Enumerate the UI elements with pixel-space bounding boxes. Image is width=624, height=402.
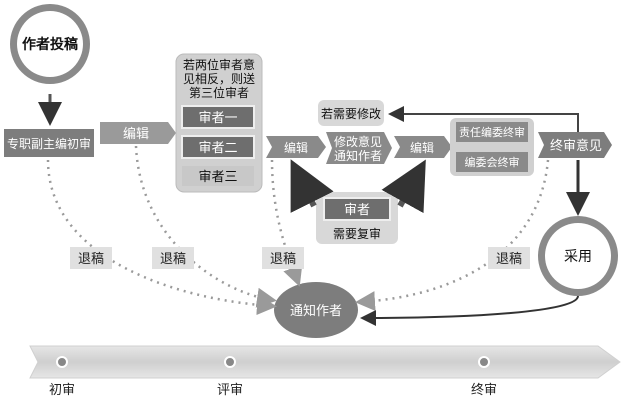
third-reviewer-note-2: 见相反，则送 <box>183 71 255 86</box>
arrow-accept-to-notify <box>360 295 579 326</box>
reviewer2-label: 审者二 <box>198 141 237 156</box>
timeline-dot-review <box>224 356 236 368</box>
initial-review-box <box>4 129 94 157</box>
timeline-label-review: 评审 <box>217 383 243 398</box>
revise-notify-label-2: 通知作者 <box>334 149 382 163</box>
rereview-reviewer-label: 审者 <box>344 203 370 218</box>
need-revise-label: 若需要修改 <box>321 106 381 121</box>
reviewer3-label: 审者三 <box>198 170 237 185</box>
author-submit-label: 作者投稿 <box>22 36 78 53</box>
editor3-shape <box>394 136 452 158</box>
arrow-final-to-revise <box>388 106 579 132</box>
reject-label-bg-1 <box>70 247 112 269</box>
reviewer1-label: 审者一 <box>198 111 237 126</box>
chief-final-label: 责任编委终审 <box>459 125 525 139</box>
editor2-shape <box>266 136 326 158</box>
timeline-arrow <box>29 345 621 379</box>
accept-node: 采用 <box>538 216 618 296</box>
notify-author-ellipse <box>274 282 358 338</box>
reject-path-initial <box>46 159 277 315</box>
reject-label-2: 退稿 <box>160 251 186 267</box>
chief-final-box <box>456 122 528 142</box>
arrow-editor3-to-rereview <box>381 159 426 214</box>
arrow-rereview-to-editor2 <box>290 159 334 213</box>
author-ring-inner <box>17 11 83 77</box>
revise-notify-label-1: 修改意见 <box>334 134 382 149</box>
reject-label-3: 退稿 <box>270 251 296 267</box>
timeline-dot-final <box>478 356 490 368</box>
need-revise-loop: 若需要修改 <box>318 100 579 132</box>
timeline-label-final: 终审 <box>471 382 497 398</box>
third-reviewer-note-1: 若两位审者意 <box>183 57 255 72</box>
accept-label: 采用 <box>564 249 592 265</box>
reviewer3-box <box>182 166 254 186</box>
reject-label-bg-3 <box>262 247 304 269</box>
editor1-node: 编辑 <box>100 122 176 144</box>
editor2-node: 编辑 <box>266 136 326 158</box>
need-revise-box <box>318 100 384 126</box>
final-opinion-node: 终审意见 <box>538 132 612 158</box>
reviewer1-box <box>181 105 255 129</box>
editor1-shape <box>100 122 176 144</box>
final-opinion-shape <box>538 132 612 158</box>
board-final-box <box>456 152 528 172</box>
initial-review-node: 专职副主编初审 <box>4 129 94 157</box>
editor2-label: 编辑 <box>284 140 308 155</box>
reject-label-4: 退稿 <box>496 251 522 267</box>
editor1-label: 编辑 <box>123 127 149 142</box>
editor3-node: 编辑 <box>394 136 452 158</box>
reviewer-panel: 若两位审者意 见相反，则送 第三位审者 审者一 审者二 审者三 <box>175 53 263 193</box>
editor3-label: 编辑 <box>410 140 434 155</box>
initial-review-label: 专职副主编初审 <box>7 136 91 151</box>
need-rereview-label: 需要复审 <box>333 226 381 241</box>
reject-label-bg-2 <box>152 247 194 269</box>
third-reviewer-note-3: 第三位审者 <box>189 85 249 100</box>
reviewer2-box <box>181 135 255 159</box>
notify-author-label: 通知作者 <box>290 303 342 319</box>
final-review-panel: 责任编委终审 编委会终审 <box>450 118 534 176</box>
rereview-node: 审者 需要复审 <box>316 192 398 244</box>
timeline-dot-initial <box>56 356 68 368</box>
reject-label-1: 退稿 <box>78 251 104 267</box>
revise-notify-shape <box>326 132 392 164</box>
reject-paths <box>46 145 550 315</box>
reject-label-bg-4 <box>488 247 530 269</box>
author-submit-node: 作者投稿 <box>10 4 90 84</box>
reject-labels: 退稿 退稿 退稿 退稿 <box>70 247 530 269</box>
revise-notify-node: 修改意见 通知作者 <box>326 132 392 164</box>
board-final-label: 编委会终审 <box>465 155 520 169</box>
accept-ring-inner <box>545 223 611 289</box>
timeline-label-initial: 初审 <box>49 383 75 398</box>
notify-author-node: 通知作者 <box>274 282 358 338</box>
final-opinion-label: 终审意见 <box>550 138 602 154</box>
timeline: 初审 评审 终审 <box>29 345 621 398</box>
